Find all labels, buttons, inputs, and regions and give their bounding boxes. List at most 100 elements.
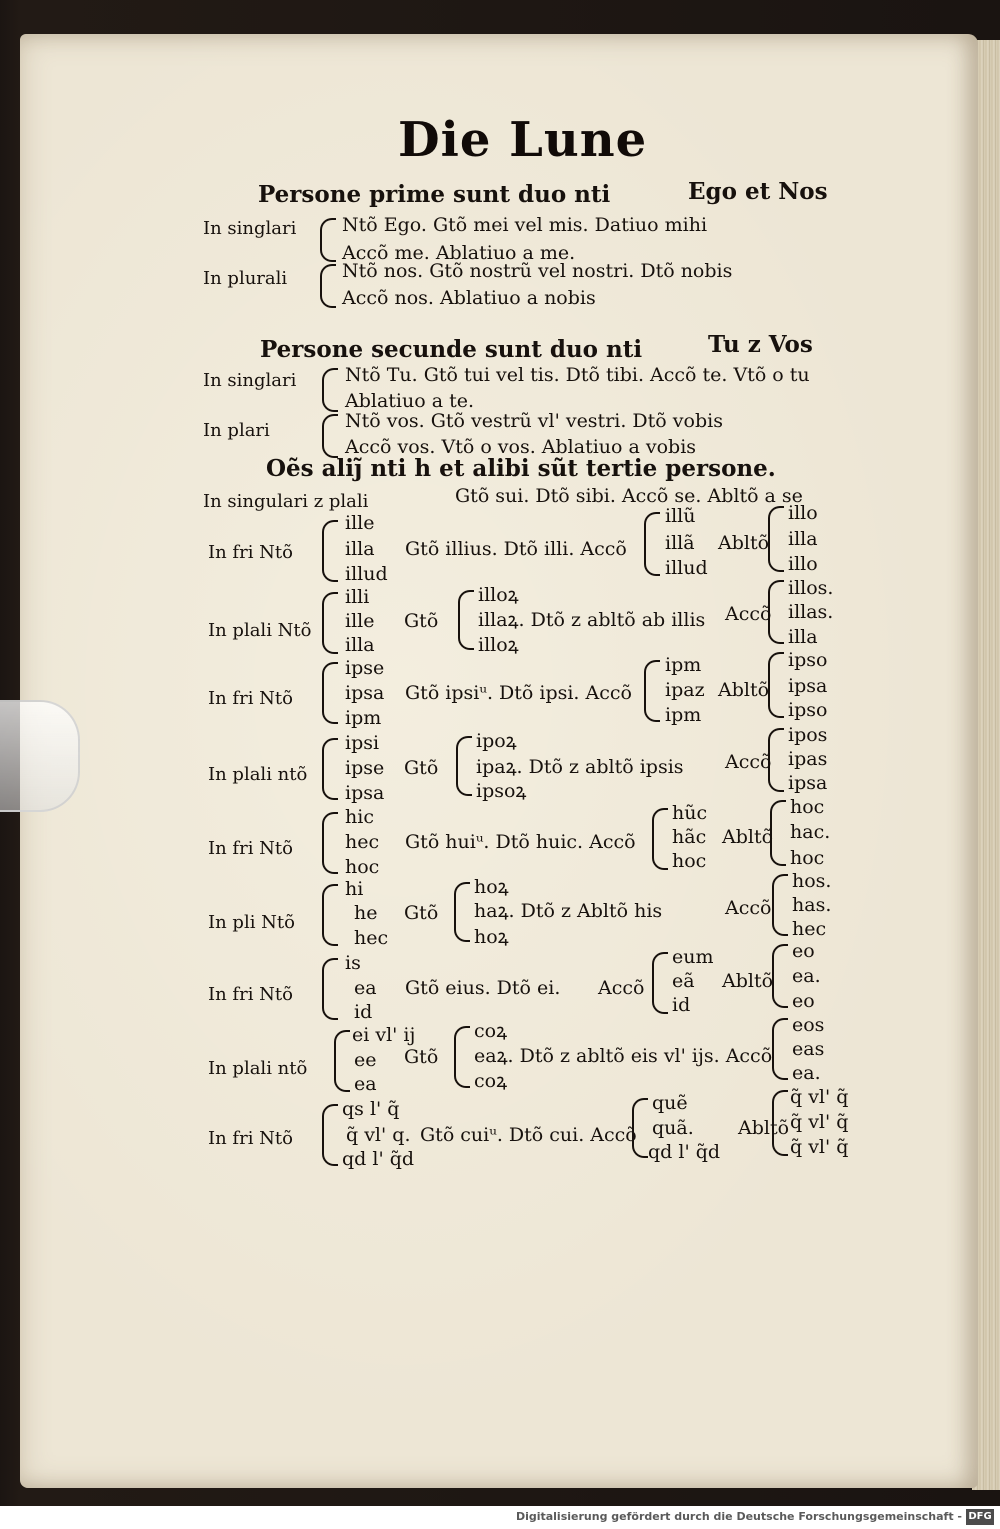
book-page [20, 34, 978, 1488]
case-label: Accõ [725, 603, 772, 625]
case-label: Abltõ [722, 826, 774, 848]
form: ipm [665, 654, 702, 676]
form: has. [792, 894, 832, 916]
section-header-prime: Persone prime sunt duo nti [258, 181, 611, 208]
form: eum [672, 946, 714, 968]
form: ipaꝝ. Dtõ z abltõ ipsis [476, 756, 684, 778]
brace [772, 874, 788, 936]
form: illoꝝ [478, 634, 519, 656]
form: eã [672, 970, 695, 992]
brace [652, 952, 668, 1014]
form: illo [788, 502, 818, 524]
form: hec [792, 918, 827, 940]
form: ipos [788, 724, 828, 746]
form: ipoꝝ [476, 730, 517, 752]
declension-line: Accõ me. Ablatiuo a me. [342, 242, 576, 264]
declension-line: Ablatiuo a te. [345, 390, 475, 412]
case-label: Accõ [598, 977, 645, 999]
form: illa [788, 528, 818, 550]
brace [334, 1030, 350, 1092]
form: q̃ vl' q. [346, 1124, 411, 1146]
brace [322, 414, 338, 458]
paradigm-label: In fri Ntõ [208, 838, 293, 859]
section-header-secunde: Persone secunde sunt duo nti [260, 336, 643, 363]
form: ipsa [788, 772, 828, 794]
row-label: In plari [203, 420, 270, 441]
form: id [354, 1001, 373, 1023]
case-label: Accõ [725, 897, 772, 919]
brace [320, 218, 336, 262]
form: ipas [788, 748, 828, 770]
brace [322, 738, 338, 800]
form: hoc [790, 847, 825, 869]
case-label: Abltõ [722, 970, 774, 992]
form: ipso [788, 649, 828, 671]
form: quẽ [652, 1092, 688, 1114]
form: quã. [652, 1117, 694, 1139]
form: illud [665, 557, 708, 579]
declension-line: Gtõ huiᵘ. Dtõ huic. Accõ [405, 831, 636, 853]
form: illa [345, 634, 375, 656]
form: hec [345, 831, 380, 853]
declension-line: Ntõ nos. Gtõ nostrũ vel nostri. Dtõ nobi… [342, 260, 733, 282]
form: ea. [792, 965, 821, 987]
form: eas [792, 1038, 825, 1060]
form: coꝝ [474, 1020, 508, 1042]
form: hoc [672, 850, 707, 872]
brace [322, 1104, 338, 1166]
section-header-omnes: Oẽs aliȷ̃ nti h et alibi sũt tertie pers… [266, 455, 776, 482]
brace [772, 1090, 788, 1156]
case-label: Abltõ [718, 679, 770, 701]
form: illi [345, 586, 370, 608]
footer-bar: Digitalisierung gefördert durch die Deut… [0, 1506, 1000, 1529]
form: illas. [788, 601, 834, 623]
case-label: Gtõ [404, 1046, 439, 1068]
declension-line: Accõ vos. Vtõ o vos. Ablatiuo a vobis [345, 436, 697, 458]
form: eo [792, 990, 815, 1012]
brace [454, 882, 470, 942]
form: ipsa [345, 782, 385, 804]
dfg-logo: DFG [966, 1509, 994, 1525]
brace [322, 592, 338, 654]
form: ipse [345, 657, 385, 679]
page-title: Die Lune [398, 112, 648, 168]
form: hic [345, 806, 374, 828]
form: hoc [790, 796, 825, 818]
case-label: Gtõ [404, 757, 439, 779]
case-label: Gtõ [404, 610, 439, 632]
form: ille [345, 512, 375, 534]
form: illo [788, 553, 818, 575]
declension-line: Ntõ Ego. Gtõ mei vel mis. Datiuo mihi [342, 214, 708, 236]
paradigm-label: In fri Ntõ [208, 688, 293, 709]
form: ipsoꝝ [476, 780, 527, 802]
form: ipm [345, 707, 382, 729]
section-tag-prime: Ego et Nos [688, 178, 828, 205]
case-label: Accõ [725, 751, 772, 773]
row-label: In singulari z plali [203, 491, 369, 512]
form: hi [345, 878, 364, 900]
paradigm-label: In pli Ntõ [208, 912, 296, 933]
paradigm-label: In plali ntõ [208, 1058, 308, 1079]
form: q̃ vl' q̃ [790, 1111, 849, 1133]
form: illoꝝ [478, 584, 519, 606]
form: qd l' q̃d [648, 1141, 721, 1163]
brace [320, 264, 336, 308]
form: hãc [672, 826, 707, 848]
form: ipsi [345, 732, 380, 754]
form: hoc [345, 856, 380, 878]
brace [768, 652, 784, 718]
form: ille [345, 610, 375, 632]
brace [322, 368, 338, 412]
brace [644, 512, 660, 576]
brace [772, 944, 788, 1008]
paradigm-label: In plali Ntõ [208, 620, 312, 641]
form: illũ [665, 505, 696, 527]
footer-credit: Digitalisierung gefördert durch die Deut… [515, 1510, 962, 1523]
row-label: In plurali [203, 268, 288, 289]
brace [768, 580, 784, 644]
form: qd l' q̃d [342, 1148, 415, 1170]
brace [768, 506, 784, 572]
form: hec [354, 927, 389, 949]
brace [456, 736, 472, 796]
